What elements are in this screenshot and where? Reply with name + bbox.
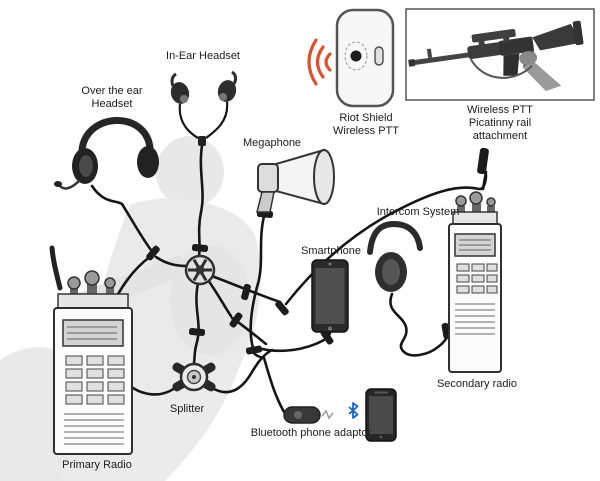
label-splitter: Splitter <box>169 403 205 415</box>
riot-shield-illustration <box>335 8 395 108</box>
rifle-icon <box>408 20 584 91</box>
label-rail-ptt: Wireless PTT Picatinny rail attachment <box>467 104 533 143</box>
bluetooth-icon <box>348 402 359 419</box>
label-primary-radio: Primary Radio <box>62 459 132 471</box>
rifle-ptt-box-illustration <box>405 8 595 101</box>
label-over-ear-headset: Over the ear Headset <box>81 85 143 111</box>
antenna-icon <box>49 245 63 291</box>
boom-mic-icon <box>54 181 62 187</box>
in-ear-headset-illustration <box>170 70 238 146</box>
chest-hub-illustration <box>184 254 216 286</box>
smartphone-illustration <box>311 259 349 333</box>
label-smartphone: Smartphone <box>301 245 361 257</box>
label-bluetooth-adaptor: Bluetooth phone adaptor <box>250 427 372 439</box>
over-ear-headset-illustration <box>54 117 159 190</box>
primary-radio-illustration <box>49 245 133 455</box>
intercom-illustration <box>367 220 423 292</box>
wireless-signal-icon <box>307 38 332 86</box>
label-in-ear-headset: In-Ear Headset <box>166 50 240 62</box>
splitter-illustration <box>172 362 216 392</box>
label-intercom-system: Intercom System <box>376 206 460 218</box>
label-megaphone: Megaphone <box>242 137 302 149</box>
wireless-link-icon <box>321 409 334 420</box>
bluetooth-adaptor-illustration <box>283 388 397 442</box>
bluetooth-phone-icon <box>365 388 397 442</box>
label-secondary-radio: Secondary radio <box>436 378 518 390</box>
megaphone-illustration <box>256 148 335 213</box>
label-riot-shield-ptt: Riot Shield Wireless PTT <box>333 112 399 138</box>
secondary-radio-illustration <box>448 191 502 373</box>
shield-ptt-button-icon <box>350 50 362 62</box>
